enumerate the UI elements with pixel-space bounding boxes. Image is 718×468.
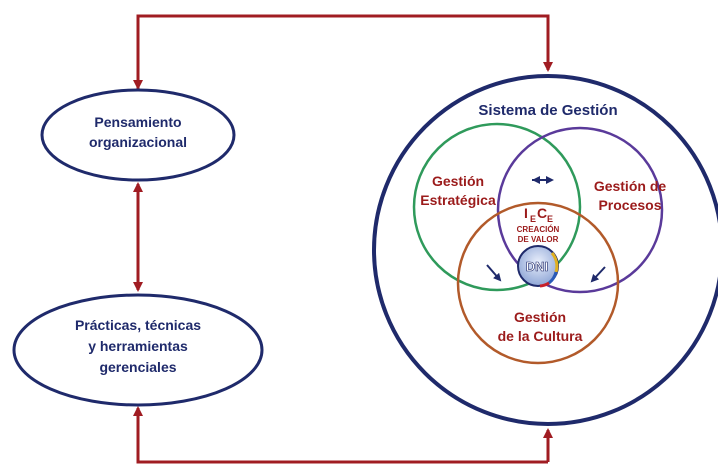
arrow-estrategica-cultura (486, 264, 502, 282)
iece-c: C (537, 205, 547, 221)
procesos-line1: Gestión de (594, 178, 667, 194)
practicas-node (12, 293, 264, 407)
estrategica-circle (412, 122, 582, 292)
pensamiento-line2: organizacional (89, 134, 187, 150)
procesos-circle (496, 126, 664, 294)
practicas-line1: Prácticas, técnicas (75, 317, 201, 333)
estrategica-line2: Estratégica (420, 192, 496, 208)
pensamiento-node (40, 88, 236, 182)
iece-e2: E (547, 214, 553, 224)
procesos-line2: Procesos (598, 197, 661, 213)
iece-i: I (524, 205, 528, 221)
cultura-circle (456, 201, 620, 365)
sistema-title: Sistema de Gestión (478, 102, 617, 119)
estrategica-line1: Gestión (432, 173, 484, 189)
dni-logo-text: DNI (526, 259, 548, 274)
cultura-line2: de la Cultura (498, 328, 583, 344)
creacion-line2: DE VALOR (518, 235, 559, 244)
iece-e1: E (530, 214, 536, 224)
practicas-line3: gerenciales (99, 359, 176, 375)
dni-logo: DNI (517, 245, 559, 288)
arrow-procesos-cultura (590, 266, 606, 283)
creacion-line1: CREACIÓN (517, 225, 560, 234)
iece-label: I E C E (524, 205, 553, 224)
practicas-line2: y herramientas (88, 338, 188, 354)
pensamiento-line1: Pensamiento (94, 114, 181, 130)
bottom-loop-line (136, 412, 548, 464)
cultura-line1: Gestión (514, 309, 566, 325)
